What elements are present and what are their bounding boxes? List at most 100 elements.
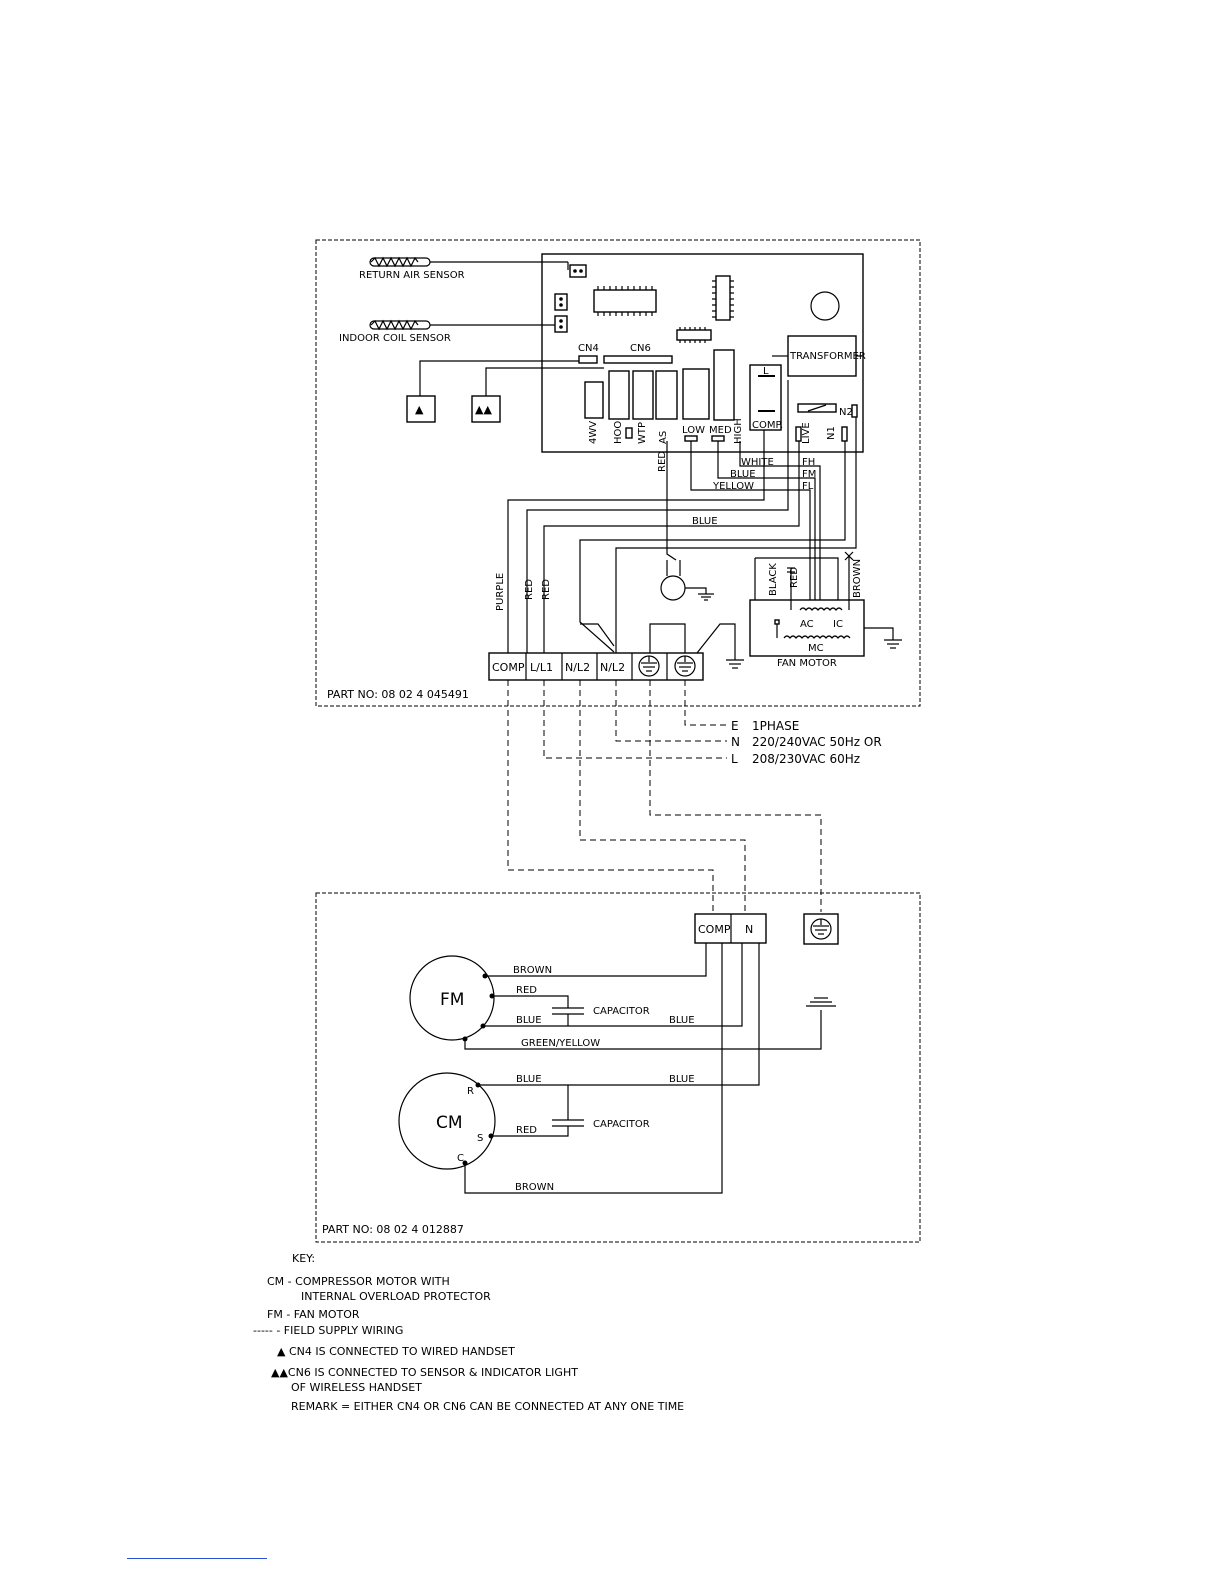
wired-handset-box — [406, 395, 436, 423]
fan-motor-label: FAN MOTOR — [777, 658, 837, 669]
return-air-sensor-label: RETURN AIR SENSOR — [359, 270, 465, 281]
relay-as-label: AS — [658, 431, 669, 444]
relay-high-label: HIGH — [733, 418, 744, 444]
comp-relay-label: COMP. — [752, 420, 783, 431]
return-air-sensor: RETURN AIR SENSOR — [359, 256, 587, 281]
cm-r-label: R — [467, 1086, 474, 1097]
key-cn4: ▲ CN4 IS CONNECTED TO WIRED HANDSET — [277, 1345, 515, 1358]
wire-red3-label: RED — [541, 579, 552, 600]
key-cm-line1: CM - COMPRESSOR MOTOR WITH — [267, 1275, 450, 1288]
wireless-handset-box — [471, 395, 501, 423]
outdoor-fm-label: FM — [440, 990, 464, 1010]
outdoor-unit-frame — [315, 892, 921, 1243]
wire-blue2-label: BLUE — [692, 516, 718, 527]
supply-l-text: 208/230VAC 60Hz — [752, 752, 860, 766]
supply-n: N — [731, 735, 740, 749]
earth-terminal-icon — [638, 655, 660, 677]
supply-e-text: 1PHASE — [752, 719, 799, 733]
key-cn6-line1: ▲▲CN6 IS CONNECTED TO SENSOR & INDICATOR… — [271, 1366, 578, 1379]
outdoor-fan-motor — [409, 955, 495, 1041]
n2-label: N2 — [839, 407, 853, 418]
wire-white-label: WHITE — [741, 457, 774, 468]
green-yellow-label: GREEN/YELLOW — [521, 1038, 600, 1049]
wire-red4-label: RED — [789, 567, 800, 588]
ic-chip-small — [676, 327, 712, 343]
wired-handset-triangle: ▲ — [415, 403, 424, 416]
board-capacitor-icon — [810, 291, 840, 321]
fm-blue-label: BLUE — [516, 1015, 542, 1026]
cn4-connector — [578, 355, 598, 364]
cm-blue-label: BLUE — [516, 1074, 542, 1085]
terminal-n-l2-a: N/L2 — [565, 661, 590, 674]
wire-fl-label: FL — [802, 481, 814, 492]
supply-n-text: 220/240VAC 50Hz OR — [752, 735, 882, 749]
wire-fh-label: FH — [802, 457, 815, 468]
relay-4wv-label: 4WV — [588, 421, 599, 444]
n1-label: N1 — [826, 426, 837, 440]
wire-red-as-label: RED — [657, 451, 668, 472]
cn6-connector — [603, 355, 673, 364]
ic-chip-vertical — [712, 275, 734, 321]
fm-capacitor-label: CAPACITOR — [593, 1006, 650, 1017]
relay-low-label: LOW — [682, 425, 705, 436]
fm-red-label: RED — [516, 985, 537, 996]
comp-relay-l: L — [763, 366, 769, 377]
wire-black-label: BLACK — [768, 563, 779, 596]
indoor-terminal-block: COMP L/L1 N/L2 N/L2 — [488, 623, 744, 681]
transformer-label: TRANSFORMER — [789, 351, 866, 362]
ic-chip-main — [593, 286, 657, 316]
indoor-part-number: PART NO: 08 02 4 045491 — [327, 688, 469, 701]
outdoor-compressor-motor — [398, 1072, 496, 1170]
indoor-coil-sensor: INDOOR COIL SENSOR — [339, 315, 568, 344]
cm-capacitor-label: CAPACITOR — [593, 1119, 650, 1130]
fm-brown-label: BROWN — [513, 965, 552, 976]
indoor-unit-frame — [315, 239, 921, 707]
board-connector — [554, 293, 568, 311]
key-field-supply: ----- - FIELD SUPPLY WIRING — [253, 1324, 403, 1337]
legend-key: KEY: CM - COMPRESSOR MOTOR WITH INTERNAL… — [253, 1252, 684, 1413]
outdoor-part-number: PART NO: 08 02 4 012887 — [322, 1223, 464, 1236]
cm-c-label: C — [457, 1153, 464, 1164]
wireless-handset-triangles: ▲▲ — [475, 403, 492, 416]
outdoor-terminal-comp: COMP — [698, 923, 731, 936]
indoor-coil-sensor-label: INDOOR COIL SENSOR — [339, 333, 451, 344]
cm-s-label: S — [477, 1133, 483, 1144]
relay-wtp-label: WTP — [637, 422, 648, 444]
terminal-n-l2-b: N/L2 — [600, 661, 625, 674]
cn4-label: CN4 — [578, 343, 599, 354]
cm-red-label: RED — [516, 1125, 537, 1136]
outdoor-earth-terminal-icon — [803, 913, 839, 945]
transformer-box — [787, 335, 857, 377]
relay-med-label: MED — [709, 425, 732, 436]
wire-yellow-label: YELLOW — [712, 481, 754, 492]
cn6-label: CN6 — [630, 343, 651, 354]
terminal-comp: COMP — [492, 661, 525, 674]
outdoor-cm-label: CM — [436, 1113, 463, 1133]
outdoor-terminal-n: N — [745, 923, 753, 936]
cm-blue-r-label: BLUE — [669, 1074, 695, 1085]
wire-red2-label: RED — [524, 579, 535, 600]
live-label: LIVE — [801, 422, 812, 444]
wire-blue-label: BLUE — [730, 469, 756, 480]
key-fm: FM - FAN MOTOR — [267, 1308, 360, 1321]
wire-purple-label: PURPLE — [495, 573, 506, 611]
supply-l: L — [731, 752, 738, 766]
wire-brown-label: BROWN — [852, 559, 863, 598]
fan-motor-ac: AC — [800, 619, 814, 630]
relay-bank: L COMP. — [584, 349, 783, 431]
key-title: KEY: — [292, 1252, 315, 1265]
relay-hoo-label: HOO — [613, 421, 624, 444]
supply-e: E — [731, 719, 739, 733]
fan-motor-ic: IC — [833, 619, 843, 630]
wire-fm-label: FM — [802, 469, 816, 480]
fan-motor-block: BLACK RED BROWN AC IC MC FAN MOTOR — [749, 551, 902, 669]
terminal-l-l1: L/L1 — [530, 661, 553, 674]
cm-brown-label: BROWN — [515, 1182, 554, 1193]
earth-terminal-icon-2 — [674, 655, 696, 677]
key-remark: REMARK = EITHER CN4 OR CN6 CAN BE CONNEC… — [291, 1400, 684, 1413]
fan-motor-mc: MC — [808, 643, 824, 654]
key-cm-line2: INTERNAL OVERLOAD PROTECTOR — [301, 1290, 491, 1303]
fm-blue-r-label: BLUE — [669, 1015, 695, 1026]
footnote-separator — [127, 1558, 267, 1559]
